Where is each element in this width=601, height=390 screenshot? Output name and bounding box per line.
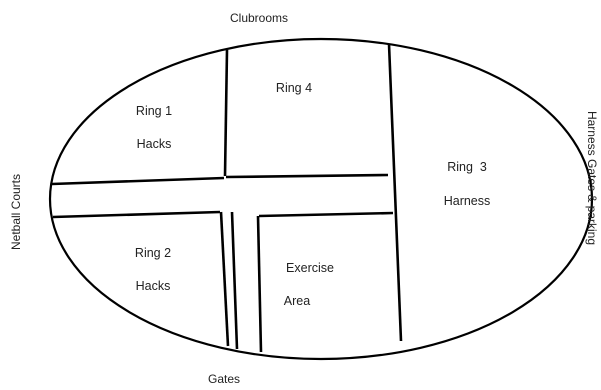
exercise-area-line2: Area	[284, 294, 310, 308]
ring3-left-wall	[387, 43, 403, 342]
clubrooms-label: Clubrooms	[230, 11, 288, 25]
ring2-name: Ring 2	[135, 246, 171, 260]
netball-courts-label: Netball Courts	[9, 174, 23, 250]
ring1-use: Hacks	[137, 137, 172, 151]
ring2-right-wall	[219, 211, 230, 347]
ring1-name: Ring 1	[136, 104, 172, 118]
arena-boundary	[48, 37, 594, 361]
lane-center-wall	[230, 211, 239, 350]
ring3-use: Harness	[444, 194, 491, 208]
ring2-use: Hacks	[136, 279, 171, 293]
upper-lane-edge-right	[225, 173, 389, 179]
lower-lane-edge-right	[258, 211, 394, 218]
ring3-name: Ring 3	[447, 160, 487, 174]
ring4-left-wall	[223, 49, 229, 177]
harness-gates-label: Harness Gates & parking	[585, 111, 599, 245]
gates-label: Gates	[208, 372, 240, 385]
exercise-area-line1: Exercise	[286, 261, 334, 275]
upper-lane-edge-left	[51, 176, 225, 186]
exercise-left-wall	[256, 215, 263, 353]
ring4-name: Ring 4	[276, 81, 312, 95]
lower-lane-edge-left	[52, 210, 221, 219]
